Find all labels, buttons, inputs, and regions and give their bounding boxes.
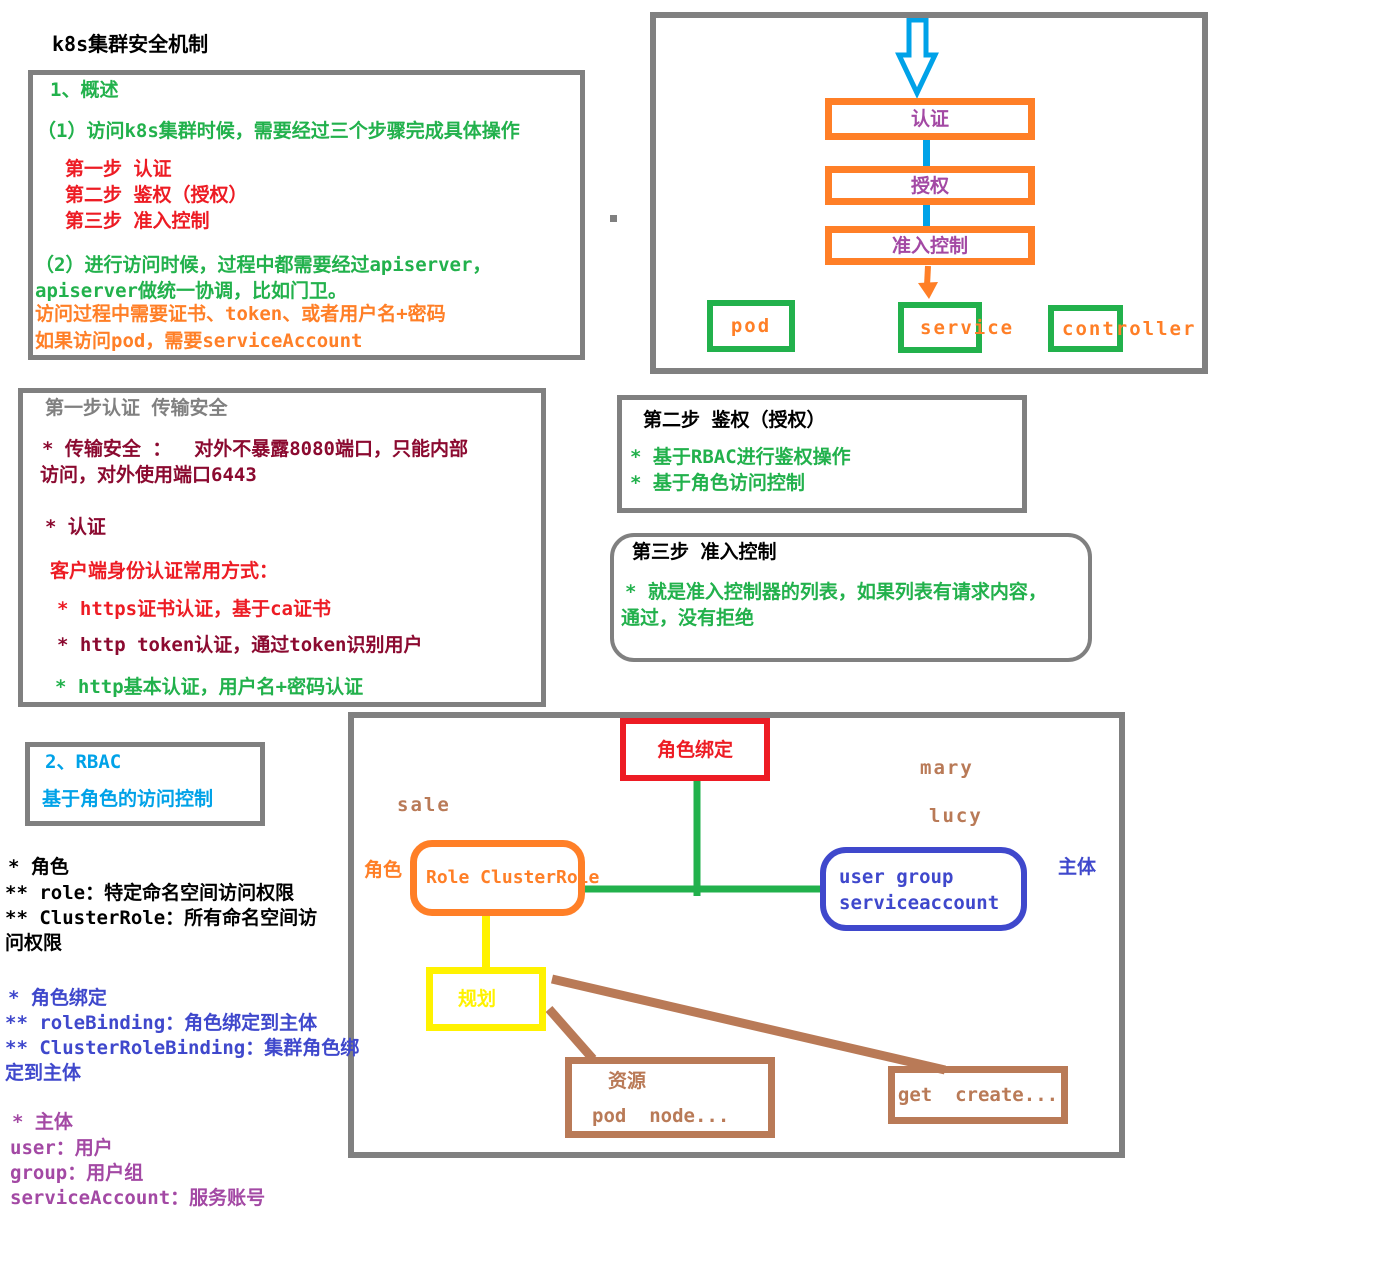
role-side-label: 角色	[364, 859, 403, 881]
page-title: k8s集群安全机制	[52, 32, 209, 56]
flow-node-authz-label: 授权	[910, 174, 949, 197]
subject-node-line: user group	[839, 866, 954, 888]
subject-side-label: 主体	[1058, 856, 1097, 878]
overview-step-1: 第一步 认证	[65, 158, 172, 180]
step1-line: * https证书认证，基于ca证书	[57, 598, 331, 620]
overview-line: （1）访问k8s集群时候，需要经过三个步骤完成具体操作	[37, 120, 520, 142]
step2-line: * 基于角色访问控制	[630, 472, 805, 494]
resource-node-title: 资源	[608, 1070, 647, 1092]
plan-verbs-connector-line	[550, 974, 947, 1075]
subject-note: user：用户	[10, 1137, 113, 1159]
controller-label: controller	[1062, 317, 1197, 340]
overview-step-2: 第二步 鉴权（授权）	[65, 184, 248, 206]
service-box: service	[898, 302, 1012, 353]
overview-line: apiserver做统一协调，比如门卫。	[35, 280, 347, 302]
flow-node-admission: 准入控制	[825, 226, 1035, 265]
step3-box	[610, 533, 1092, 662]
subject-note: serviceAccount：服务账号	[10, 1187, 266, 1209]
role-node: Role ClusterRole	[410, 840, 599, 916]
down-arrow-icon	[895, 17, 939, 99]
role-note: ** role：特定命名空间访问权限	[5, 882, 295, 904]
resource-node	[565, 1057, 775, 1138]
overview-step-3: 第三步 准入控制	[65, 210, 210, 232]
step2-heading: 第二步 鉴权（授权）	[643, 409, 826, 431]
subject-node: user group serviceaccount	[820, 847, 1027, 931]
subject-node-line: serviceaccount	[839, 892, 1000, 914]
step1-line: * http基本认证，用户名+密码认证	[55, 676, 364, 698]
role-note: * 角色	[8, 856, 69, 878]
lucy-label: lucy	[929, 805, 983, 827]
step3-line: * 就是准入控制器的列表，如果列表有请求内容，	[625, 581, 1047, 603]
service-label: service	[920, 316, 1015, 339]
step1-line: 访问，对外使用端口6443	[40, 464, 257, 486]
binding-note: 定到主体	[5, 1062, 82, 1084]
plan-node: 规划	[426, 967, 546, 1031]
step1-line: * 传输安全 ： 对外不暴露8080端口，只能内部	[42, 438, 468, 460]
pod-box: pod	[707, 300, 795, 352]
step3-line: 通过，没有拒绝	[621, 607, 755, 629]
plan-node-label: 规划	[458, 988, 497, 1010]
role-note: ** ClusterRole：所有命名空间访	[5, 907, 318, 929]
flowchart-box	[650, 12, 1208, 374]
role-note: 问权限	[5, 932, 63, 954]
step2-box	[617, 395, 1027, 513]
binding-node: 角色绑定	[620, 718, 770, 781]
rbac-heading: 2、RBAC	[45, 751, 122, 773]
binding-note: ** roleBinding：角色绑定到主体	[5, 1012, 318, 1034]
flow-node-authz: 授权	[825, 166, 1035, 205]
overview-line: 访问过程中需要证书、token、或者用户名+密码	[35, 303, 446, 325]
step2-line: * 基于RBAC进行鉴权操作	[630, 446, 851, 468]
stray-dot	[610, 215, 617, 222]
step1-heading: 第一步认证 传输安全	[45, 397, 228, 419]
rbac-subheading: 基于角色的访问控制	[42, 788, 214, 810]
sale-label: sale	[397, 794, 451, 816]
overview-heading: 1、概述	[50, 79, 119, 101]
step1-box	[18, 388, 546, 707]
step1-line: * 认证	[45, 516, 106, 538]
controller-box: controller	[1048, 305, 1194, 352]
rbac-diagram-box	[348, 712, 1125, 1158]
flow-connector-line-2	[923, 203, 930, 228]
verbs-node-label: get create...	[897, 1084, 1059, 1106]
binding-note: * 角色绑定	[8, 987, 107, 1009]
flow-node-auth: 认证	[825, 98, 1035, 140]
mary-label: mary	[920, 757, 974, 779]
binding-node-label: 角色绑定	[656, 738, 733, 761]
flow-node-admission-label: 准入控制	[891, 234, 968, 257]
overview-line: （2）进行访问时候，过程中都需要经过apiserver，	[35, 254, 492, 276]
overview-line: 如果访问pod，需要serviceAccount	[35, 330, 363, 352]
subject-note: group：用户组	[10, 1162, 144, 1184]
orange-arrowhead-icon	[918, 282, 938, 299]
binding-note: ** ClusterRoleBinding：集群角色绑	[5, 1037, 360, 1059]
role-node-label: Role ClusterRole	[426, 867, 600, 888]
rbac-box	[25, 742, 265, 826]
subject-note: * 主体	[12, 1111, 73, 1133]
step3-heading: 第三步 准入控制	[632, 541, 777, 563]
resource-node-items: pod node...	[592, 1105, 730, 1127]
plan-resource-connector-line	[545, 1006, 597, 1062]
overview-box	[28, 70, 585, 360]
step1-line: * http token认证，通过token识别用户	[57, 634, 423, 656]
verbs-node: get create...	[888, 1066, 1068, 1124]
flow-node-auth-label: 认证	[910, 108, 949, 130]
flow-connector-line-1	[923, 138, 930, 168]
pod-label: pod	[730, 315, 772, 337]
step1-line: 客户端身份认证常用方式：	[50, 560, 279, 582]
